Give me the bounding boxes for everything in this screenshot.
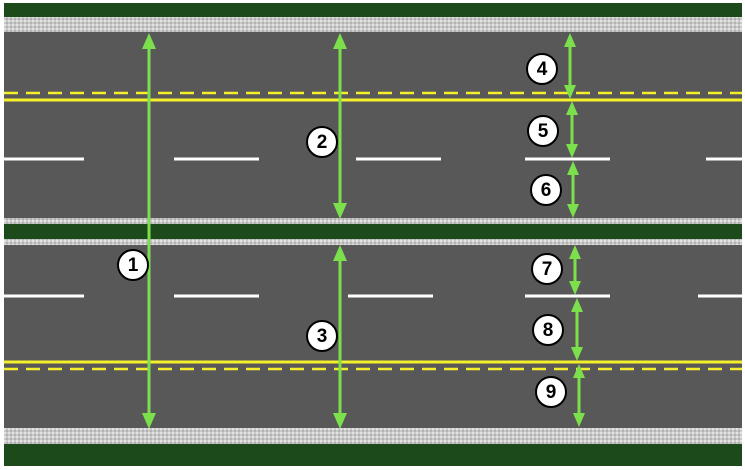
median-grass-strip [4, 223, 742, 240]
label-6-text: 6 [541, 180, 552, 201]
label-5-text: 5 [538, 121, 549, 142]
label-8: 8 [532, 314, 564, 346]
label-4-text: 4 [537, 59, 548, 80]
label-7: 7 [531, 253, 563, 285]
top-grass-strip [4, 3, 742, 17]
dimension-arrows [142, 33, 585, 429]
label-4: 4 [526, 53, 558, 85]
label-1: 1 [117, 249, 149, 281]
label-9: 9 [535, 376, 567, 408]
bottom-grass-strip [4, 444, 742, 466]
label-1-text: 1 [128, 255, 139, 276]
bottom-curb [4, 428, 742, 444]
arrow-1-total-width [142, 33, 156, 429]
label-2: 2 [306, 126, 338, 158]
upper-roadway [4, 32, 742, 218]
label-6: 6 [530, 174, 562, 206]
label-5: 5 [527, 115, 559, 147]
label-7-text: 7 [542, 259, 553, 280]
arrow-4-shoulder [564, 33, 576, 99]
label-9-text: 9 [546, 382, 557, 403]
arrow-8-lane [571, 298, 583, 361]
arrow-9-shoulder [573, 364, 585, 427]
label-8-text: 8 [543, 320, 554, 341]
arrow-3-lower-roadway [333, 245, 347, 429]
lower-roadway [4, 245, 742, 428]
label-3-text: 3 [317, 326, 328, 347]
median-curb-upper [4, 218, 742, 224]
label-2-text: 2 [317, 132, 328, 153]
label-3: 3 [306, 320, 338, 352]
median-curb-lower [4, 239, 742, 245]
top-curb [4, 17, 742, 32]
arrow-5-lane [566, 101, 578, 158]
arrow-6-lane [567, 161, 579, 218]
arrow-2-upper-roadway [333, 33, 347, 219]
arrow-7-lane [569, 245, 581, 295]
